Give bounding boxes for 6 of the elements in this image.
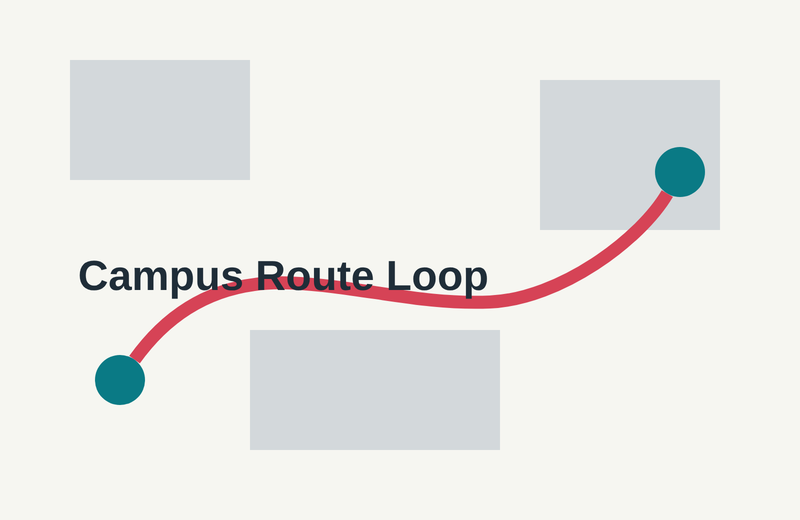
building-block — [540, 80, 720, 230]
route-stop-marker — [95, 355, 145, 405]
building-block — [70, 60, 250, 180]
building-block — [250, 330, 500, 450]
route-stop-marker — [655, 147, 705, 197]
route-line — [129, 190, 673, 364]
